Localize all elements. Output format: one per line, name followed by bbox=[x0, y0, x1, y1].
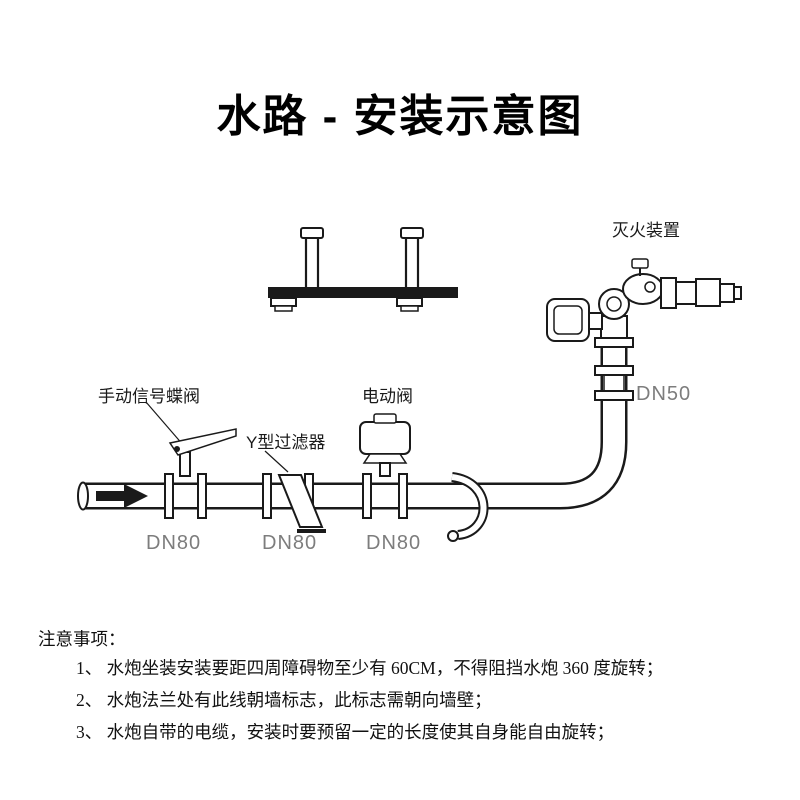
label-dn80-3: DN80 bbox=[366, 532, 422, 554]
actuator-base bbox=[362, 453, 408, 464]
bracket-foot bbox=[270, 297, 297, 307]
pipe-clamp bbox=[447, 472, 489, 542]
monitor-body bbox=[622, 273, 664, 305]
nozzle-section bbox=[660, 277, 677, 309]
bracket-bar bbox=[268, 287, 458, 298]
leader-line bbox=[145, 401, 185, 447]
swivel-joint bbox=[598, 288, 630, 320]
flange bbox=[594, 390, 634, 401]
actuator-body bbox=[359, 421, 411, 455]
bracket-foot bbox=[396, 297, 423, 307]
bracket-post-cap bbox=[400, 227, 424, 239]
valve-lever bbox=[168, 428, 237, 456]
flange bbox=[164, 473, 174, 519]
bracket-foot bbox=[274, 305, 293, 312]
nozzle-section bbox=[719, 283, 735, 303]
wall-bracket bbox=[268, 227, 458, 312]
motor-box-inner bbox=[553, 305, 583, 335]
note-item: 2、 水炮法兰处有此线朝墙标志，此标志需朝向墙壁； bbox=[76, 690, 492, 710]
monitor-body-detail bbox=[644, 281, 656, 293]
bracket-foot bbox=[400, 305, 419, 312]
clamp-band-inner bbox=[451, 474, 487, 538]
flange bbox=[398, 473, 408, 519]
flange bbox=[362, 473, 372, 519]
label-dn50: DN50 bbox=[636, 383, 692, 405]
lever-pivot bbox=[174, 446, 180, 452]
actuator-cap bbox=[373, 413, 397, 424]
notes-heading: 注意事项： bbox=[38, 629, 126, 649]
strainer-body bbox=[277, 474, 324, 528]
label-electric-valve: 电动阀 bbox=[362, 387, 413, 406]
clamp-bolt bbox=[447, 530, 459, 542]
monitor-handle bbox=[631, 258, 649, 269]
swivel-joint-inner bbox=[606, 296, 622, 312]
fire-monitor bbox=[546, 258, 742, 342]
electric-valve bbox=[359, 413, 411, 519]
flow-arrow-icon bbox=[96, 484, 148, 508]
label-y-strainer: Y型过滤器 bbox=[246, 433, 326, 452]
manual-butterfly-valve bbox=[145, 401, 237, 519]
notes-section: 注意事项： 1、 水炮坐装安装要距四周障碍物至少有 60CM，不得阻挡水炮 36… bbox=[38, 626, 780, 748]
page-title: 水路 - 安装示意图 bbox=[216, 92, 584, 141]
note-item: 3、 水炮自带的电缆，安装时要预留一定的长度使其自身能自由旋转； bbox=[76, 722, 615, 742]
label-manual-valve: 手动信号蝶阀 bbox=[98, 387, 200, 406]
main-pipe-inner bbox=[82, 344, 625, 507]
riser-flange-joint bbox=[594, 337, 634, 401]
nozzle-tip bbox=[733, 286, 742, 300]
leader-line bbox=[264, 450, 289, 473]
valve-stem bbox=[179, 451, 191, 477]
motor-connector bbox=[588, 312, 603, 330]
flange bbox=[197, 473, 207, 519]
flange bbox=[262, 473, 272, 519]
valve-stem bbox=[379, 462, 391, 477]
main-pipe bbox=[77, 344, 628, 511]
nozzle-section bbox=[675, 281, 697, 305]
label-fire-device: 灭火装置 bbox=[612, 221, 680, 240]
y-strainer bbox=[262, 450, 326, 533]
label-dn80-1: DN80 bbox=[146, 532, 202, 554]
pipe-open-end bbox=[77, 481, 89, 511]
bracket-post-cap bbox=[300, 227, 324, 239]
nozzle-section bbox=[695, 278, 721, 307]
label-dn80-2: DN80 bbox=[262, 532, 318, 554]
flange bbox=[594, 365, 634, 376]
flange bbox=[594, 337, 634, 348]
note-item: 1、 水炮坐装安装要距四周障碍物至少有 60CM，不得阻挡水炮 360 度旋转； bbox=[76, 658, 664, 678]
